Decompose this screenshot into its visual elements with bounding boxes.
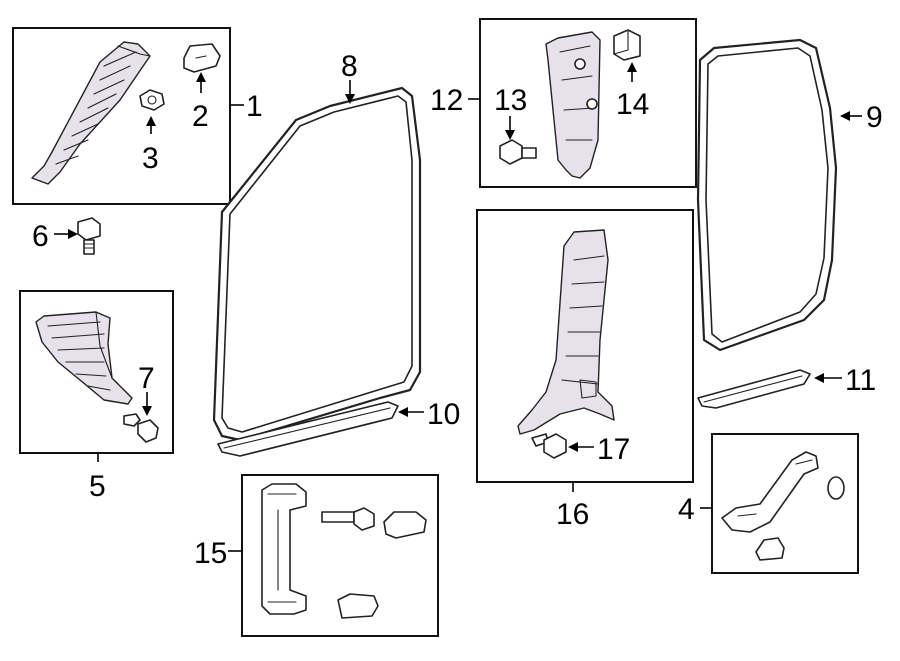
grip-bolt-part [321,507,375,531]
callout-5: 5 [89,470,106,503]
grip-cover-part-a [383,511,427,539]
nut-part-3 [139,89,165,111]
b-pillar-upper-trim-part [545,31,601,179]
b-pillar-lower-trim-part [517,229,615,435]
bolt-part-6 [77,217,101,255]
clip-part-2 [183,43,221,73]
box-b-pillar-upper-trim [479,18,697,188]
callout-15: 15 [194,537,227,570]
cap-part-4b [755,537,785,561]
rear-scuff-plate-part-11 [697,369,811,409]
leader-lines [54,62,862,552]
cowl-side-trim-part [35,311,133,405]
callout-1: 1 [246,90,263,123]
box-b-pillar-lower-trim [476,209,694,483]
bolt-part-17 [531,433,567,459]
cap-part-4a [827,476,845,500]
bolt-part-7 [123,413,159,443]
callout-16: 16 [556,498,589,531]
clip-part-14 [613,29,641,61]
bolt-part-13 [499,139,537,165]
callout-11: 11 [845,364,876,397]
front-scuff-plate-part-10 [217,401,399,457]
front-grip-handle-part [261,483,307,615]
box-cowl-side-trim [19,290,174,454]
callout-14: 14 [616,88,649,121]
grip-cover-part-b [337,593,379,619]
callout-17: 17 [597,433,630,466]
rear-door-weatherstrip-part-9 [696,38,838,352]
box-front-assist-grip [241,474,439,637]
callout-6: 6 [32,220,49,253]
callout-9: 9 [866,101,883,134]
callout-labels: 1 2 3 6 7 5 8 10 12 13 14 9 11 16 17 4 1… [32,50,883,570]
callout-7: 7 [138,362,155,395]
callout-12: 12 [430,84,463,117]
callout-3: 3 [142,142,159,175]
callout-2: 2 [192,100,209,133]
callout-8: 8 [341,50,358,83]
box-rear-assist-grip [711,433,859,574]
box-a-pillar-trim [12,27,231,205]
callout-10: 10 [427,398,460,431]
callout-13: 13 [494,84,527,117]
assist-grip-part [721,451,819,533]
callout-4: 4 [678,493,695,526]
front-door-weatherstrip-part-8 [212,86,422,442]
a-pillar-trim-part [31,41,151,185]
